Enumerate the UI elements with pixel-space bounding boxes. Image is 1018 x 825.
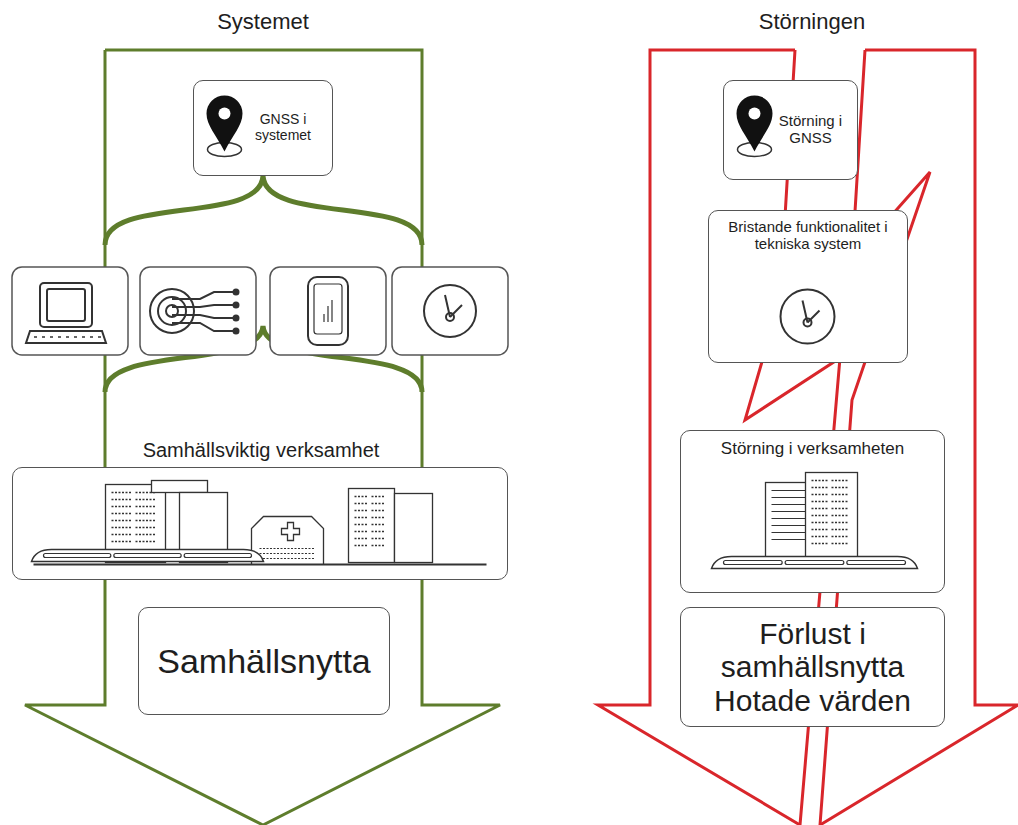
city-illustration — [13, 468, 509, 573]
icon-box — [392, 267, 508, 355]
box-label: Samhällsnytta — [157, 642, 371, 680]
column-heading: Systemet — [113, 10, 413, 35]
process-box: GNSS i systemet — [193, 80, 333, 176]
box-label: Förlust i samhällsnytta Hotade värden — [689, 617, 936, 718]
box-label: GNSS i systemet — [242, 112, 324, 143]
process-box: Samhällsnytta — [138, 607, 390, 715]
flow-arrow: SystemetGNSS i systemetSamhällsviktig ve… — [0, 0, 509, 825]
icon-set — [26, 277, 476, 345]
icon-box — [270, 267, 386, 355]
box-label: Störning i GNSS — [772, 113, 849, 147]
box-label: Bristande funktionalitet i tekniska syst… — [717, 219, 899, 253]
process-box: Bristande funktionalitet i tekniska syst… — [708, 210, 908, 363]
group-heading: Samhällsviktig verksamhet — [13, 384, 509, 462]
column-heading: Störningen — [662, 10, 962, 35]
process-box: Störning i verksamheten — [680, 430, 945, 593]
icon-box — [140, 267, 256, 355]
process-box: Förlust i samhällsnytta Hotade värden — [680, 607, 945, 727]
arrow-shape — [25, 50, 500, 825]
icon-box — [12, 267, 128, 355]
process-box: Störning i GNSS — [723, 80, 858, 180]
flow-arrow: StörningenStörning i GNSS Bristande funkt… — [509, 0, 1018, 825]
box-label: Störning i verksamheten — [721, 439, 904, 458]
process-box: Samhällsviktig verksamhet — [12, 467, 508, 580]
brace — [105, 176, 422, 245]
